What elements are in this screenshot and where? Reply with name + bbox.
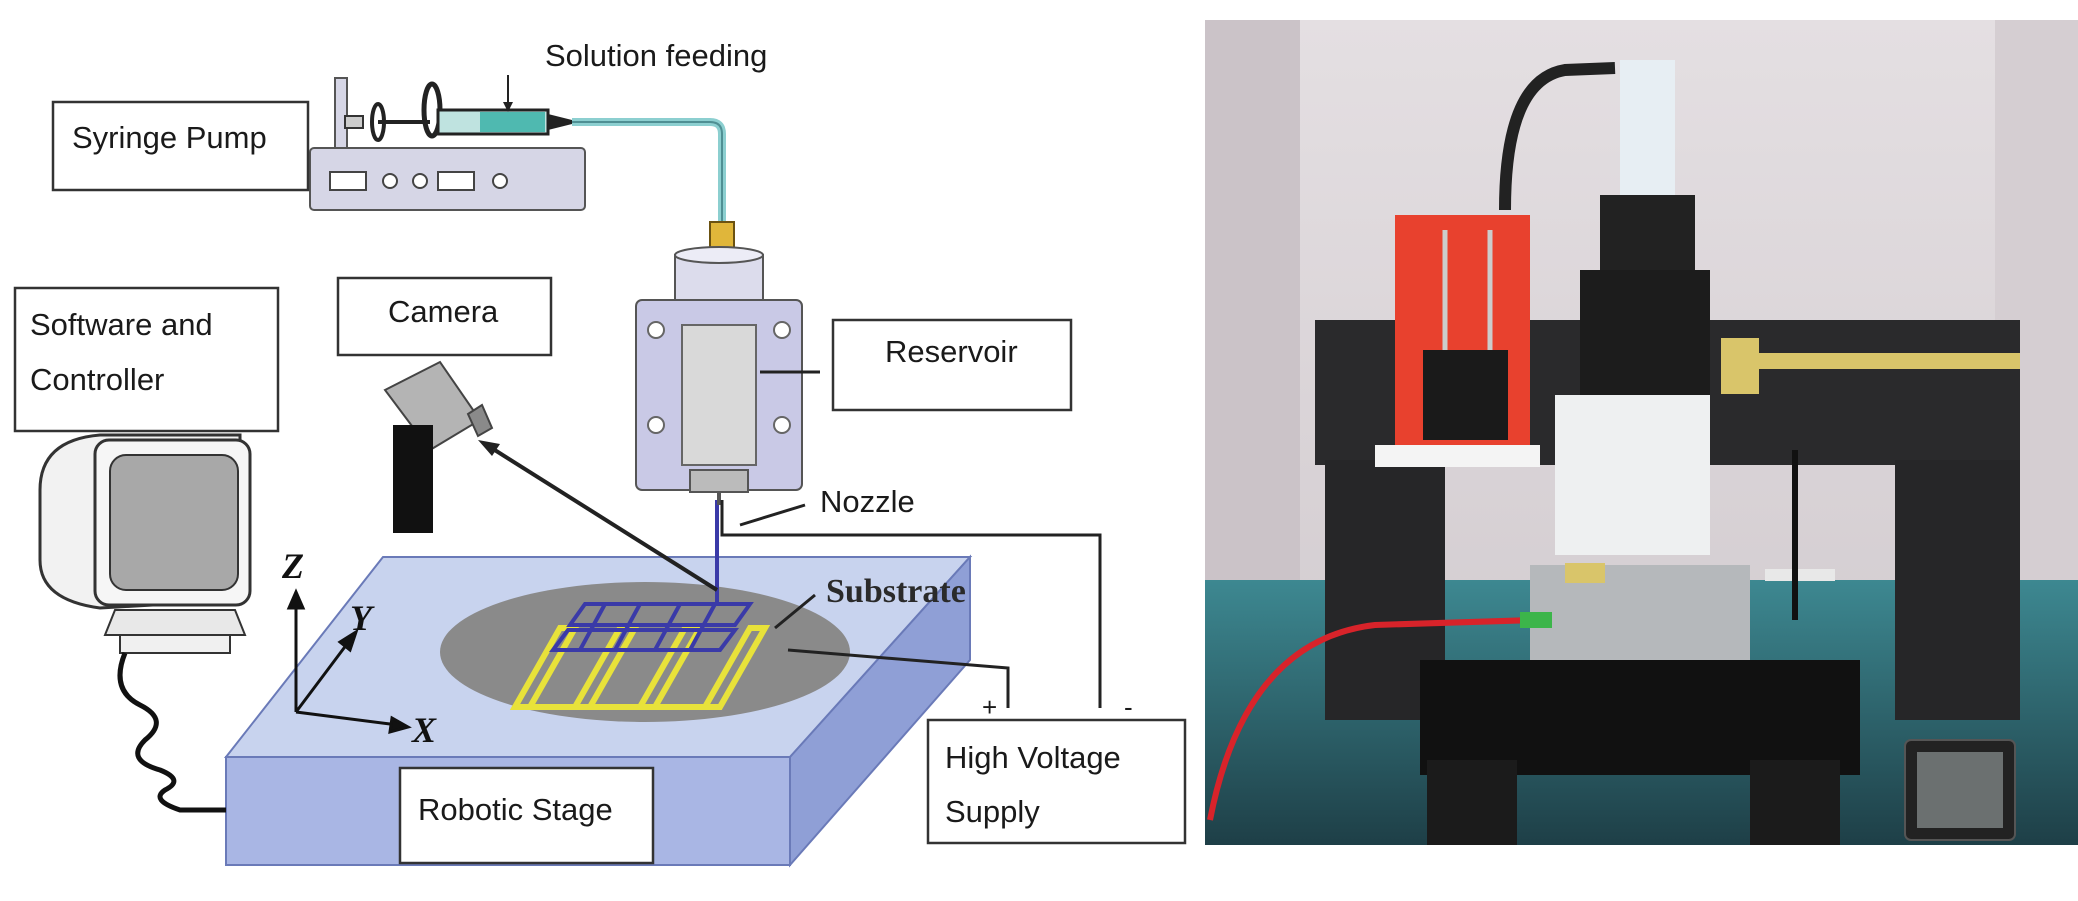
printed-pattern	[509, 625, 771, 710]
camera-box	[336, 276, 553, 357]
hv-wiring	[720, 500, 1102, 708]
hv-supply-box	[926, 718, 1187, 845]
plate-tape-1	[1565, 563, 1605, 583]
camera-head	[1620, 60, 1675, 200]
reservoir-box	[831, 318, 1073, 412]
hv-minus-sign: -	[1124, 692, 1133, 722]
syringe-pump-box	[51, 100, 310, 192]
stage-side-face	[789, 554, 971, 868]
setup-photo	[1205, 20, 2078, 845]
substrate-label: Substrate	[826, 573, 966, 610]
syringe-pump-label: Syringe Pump	[72, 120, 267, 155]
z-stage-block	[1580, 270, 1710, 400]
pump-white-base	[1375, 445, 1540, 467]
reservoir-label: Reservoir	[885, 334, 1018, 369]
tape-strip	[1725, 353, 2020, 369]
white-bracket	[1555, 395, 1710, 555]
setup-schematic: Z Y X	[13, 38, 1187, 868]
granite-right-leg	[1895, 460, 2020, 720]
axis-z-label: Z	[281, 546, 304, 586]
software-label-line2: Controller	[30, 362, 164, 397]
cable-clip	[1520, 612, 1552, 628]
hv-cable-red	[1207, 617, 1536, 821]
print-path	[549, 500, 754, 652]
controller-cable	[117, 652, 226, 813]
pointer-lines	[739, 370, 820, 630]
nozzle-label: Nozzle	[820, 484, 915, 519]
enclosure-left-wall	[1205, 20, 1300, 720]
stage-foot-left	[1427, 760, 1517, 845]
tape-tab	[1721, 338, 1759, 394]
stage-foot-right	[1750, 760, 1840, 845]
software-controller-box	[13, 286, 280, 433]
camera-label: Camera	[388, 294, 499, 329]
axis-y-label: Y	[350, 598, 375, 638]
syringe-pump-device	[309, 75, 586, 211]
feeding-tube	[572, 118, 726, 222]
top-cable	[1499, 62, 1616, 211]
hv-plus-sign: +	[982, 692, 997, 722]
monitor-icon	[38, 433, 252, 654]
robotic-stage-label: Robotic Stage	[418, 792, 613, 827]
solution-feeding-label: Solution feeding	[545, 38, 767, 73]
reservoir-device	[635, 246, 803, 505]
axis-x-label: X	[411, 710, 437, 750]
robotic-stage-box	[398, 766, 655, 865]
camera-view-arrow	[488, 445, 719, 592]
software-label-line1: Software and	[30, 307, 213, 342]
hv-label-line1: High Voltage	[945, 740, 1121, 775]
coordinate-axes	[286, 588, 412, 735]
hv-label-line2: Supply	[945, 794, 1040, 829]
camera-device	[383, 360, 494, 533]
pump-black-clamp	[1423, 350, 1508, 440]
robotic-stage-base	[1420, 660, 1860, 775]
